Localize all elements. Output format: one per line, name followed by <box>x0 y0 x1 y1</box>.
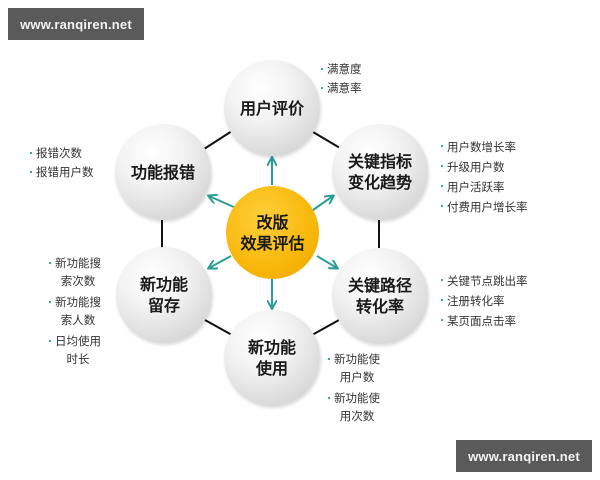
bullets-feature-errors: 报错次数 报错用户数 <box>30 144 94 182</box>
node-label: 用户评价 <box>239 98 304 118</box>
bullet-item: 满意率 <box>321 79 362 98</box>
hexagon-lines <box>161 130 380 336</box>
bullet-item: 新功能使 用户数 <box>328 350 380 386</box>
bullet-item: 报错次数 <box>30 144 94 163</box>
bullet-item: 日均使用 时长 <box>49 332 101 368</box>
bullet-item: 升级用户数 <box>441 157 528 177</box>
bullet-item: 某页面点击率 <box>441 311 528 331</box>
node-label: 新功能 留存 <box>139 275 188 315</box>
center-node: 改版 效果评估 <box>226 186 319 279</box>
center-label: 改版 效果评估 <box>240 212 305 253</box>
arrows <box>209 158 337 308</box>
bullets-key-path-conversion: 关键节点跳出率 注册转化率 某页面点击率 <box>441 271 528 331</box>
bullet-item: 注册转化率 <box>441 291 528 311</box>
node-new-feature-usage: 新功能 使用 <box>224 310 320 406</box>
node-label: 关键路径 转化率 <box>347 276 412 316</box>
node-key-metrics-trend: 关键指标 变化趋势 <box>332 124 428 220</box>
bullet-item: 满意度 <box>321 60 362 79</box>
bullet-item: 用户活跃率 <box>441 177 528 197</box>
node-label: 关键指标 变化趋势 <box>347 152 412 192</box>
bullet-item: 关键节点跳出率 <box>441 271 528 291</box>
bullets-new-feature-retention: 新功能搜 索次数 新功能搜 索人数 日均使用 时长 <box>49 254 101 371</box>
watermark-bottom: www.ranqiren.net <box>456 440 592 472</box>
node-key-path-conversion: 关键路径 转化率 <box>332 248 428 344</box>
bullet-item: 新功能搜 索人数 <box>49 293 101 329</box>
bullet-item: 新功能使 用次数 <box>328 389 380 425</box>
bullet-item: 新功能搜 索次数 <box>49 254 101 290</box>
node-label: 新功能 使用 <box>247 338 296 378</box>
node-label: 功能报错 <box>130 162 195 182</box>
bullet-item: 付费用户增长率 <box>441 197 528 217</box>
bullet-item: 报错用户数 <box>30 163 94 182</box>
bullets-new-feature-usage: 新功能使 用户数 新功能使 用次数 <box>328 350 380 428</box>
node-feature-errors: 功能报错 <box>115 124 211 220</box>
node-new-feature-retention: 新功能 留存 <box>116 247 212 343</box>
bullet-item: 用户数增长率 <box>441 137 528 157</box>
bullets-user-review: 满意度 满意率 <box>321 60 362 98</box>
node-user-review: 用户评价 <box>224 60 320 156</box>
bullets-key-metrics-trend: 用户数增长率 升级用户数 用户活跃率 付费用户增长率 <box>441 137 528 217</box>
watermark-top: www.ranqiren.net <box>8 8 144 40</box>
